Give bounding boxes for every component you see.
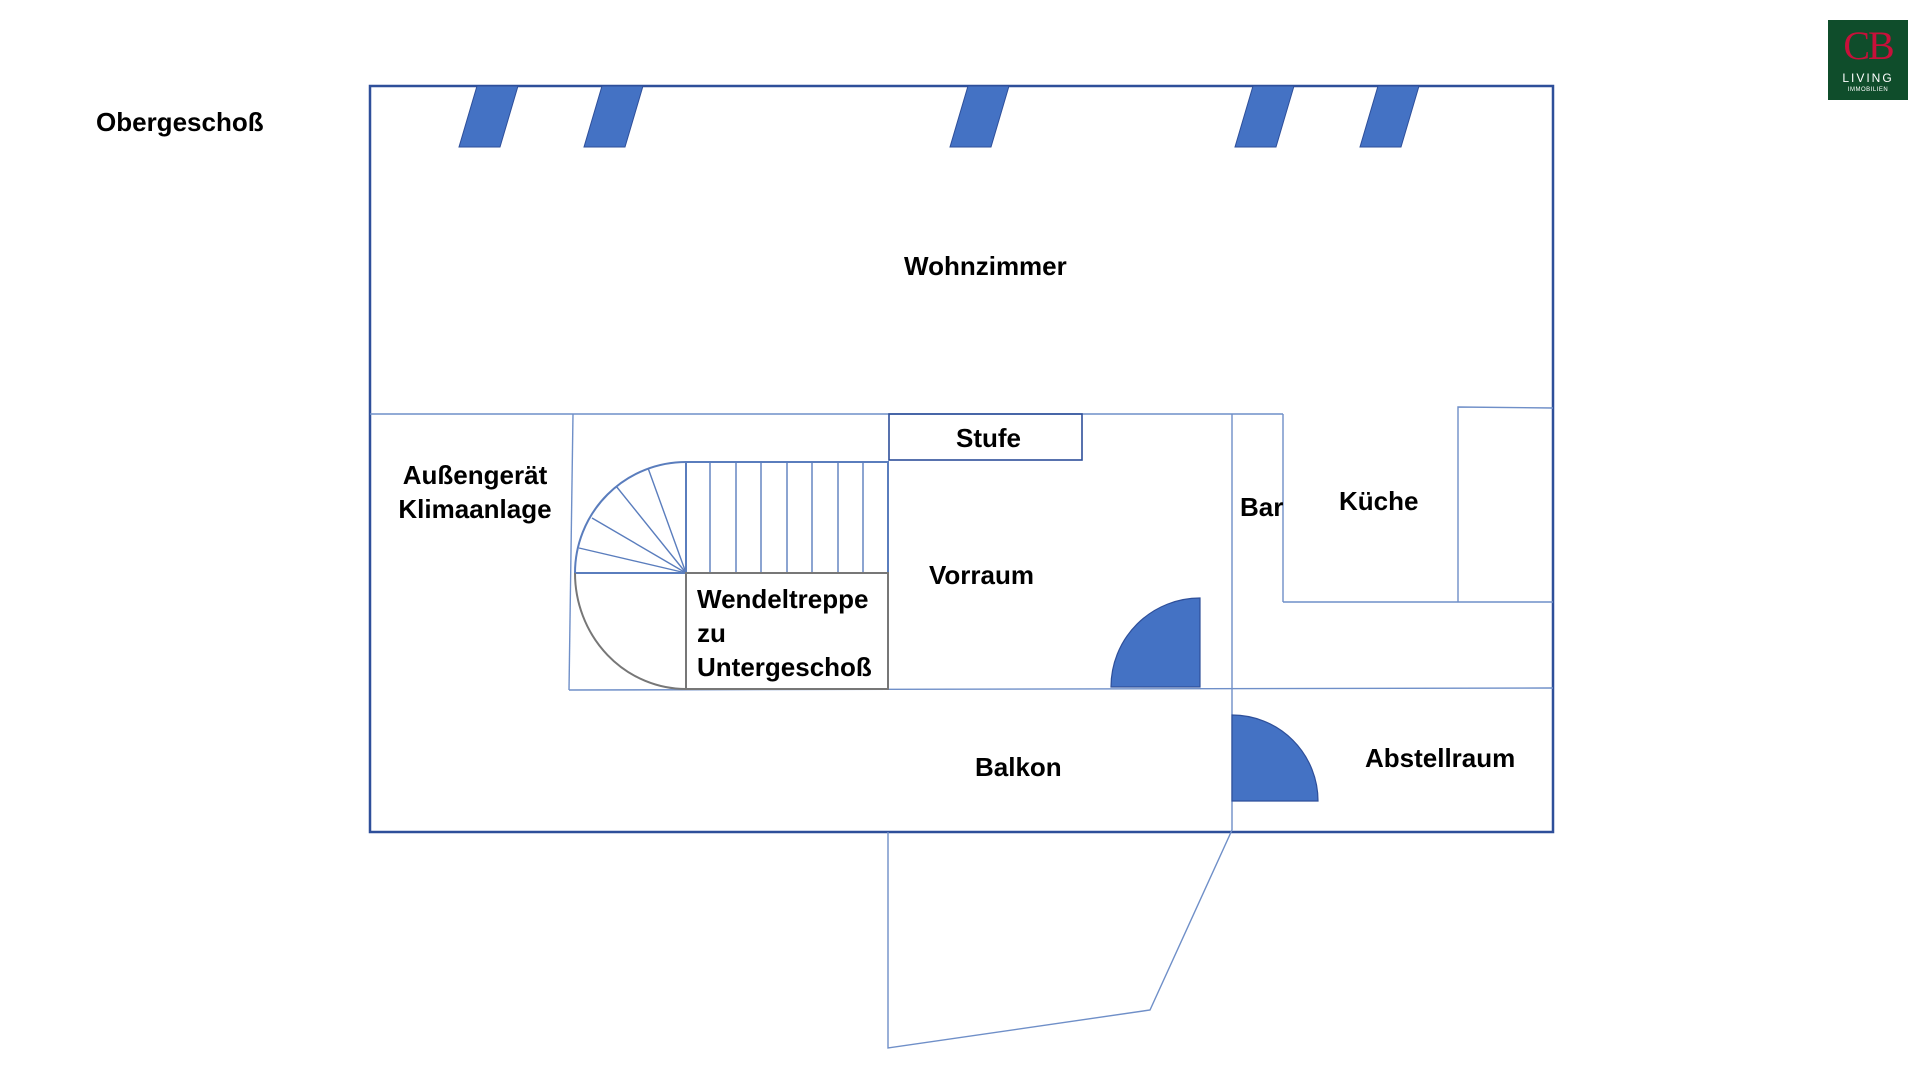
room-label-wendeltreppe-line2: zu [697,618,726,648]
door-abstellraum [1231,714,1319,802]
spiral-staircase [574,461,889,690]
room-label-aussengeraet: Außengerät Klimaanlage [390,458,560,526]
room-label-aussengeraet-line2: Klimaanlage [398,494,552,524]
room-label-wohnzimmer: Wohnzimmer [904,251,1067,281]
room-label-stufe: Stufe [956,423,1021,453]
skylight-window-5 [1359,85,1420,148]
balcony-outline [887,829,1233,1049]
logo-text-immobilien: IMMOBILIEN [1847,87,1889,93]
door-vorraum [1110,597,1201,688]
stair-upper-arc [574,461,687,574]
skylight-window-2 [583,85,644,148]
room-label-abstellraum: Abstellraum [1365,743,1516,773]
skylight-window-3 [949,85,1010,148]
room-label-wendeltreppe-line3: Untergeschoß [697,652,872,682]
ac-unit-divider [568,413,574,691]
stair-lower-arc [574,572,687,690]
outer-wall [368,84,1555,834]
step-box [888,413,1083,461]
logo-mark: CB [1843,23,1894,68]
room-label-wendeltreppe-line1: Wendeltreppe [697,584,869,614]
room-label-kueche: Küche [1339,486,1419,516]
room-label-wendeltreppe: Wendeltreppe zu Untergeschoß [697,582,872,684]
logo-text-living: LIVING [1842,71,1894,85]
room-label-vorraum: Vorraum [929,560,1034,590]
room-label-bar: Bar [1240,492,1284,522]
room-label-aussengeraet-line1: Außengerät [402,460,548,490]
skylight-window-4 [1234,85,1295,148]
stair-landing [685,572,889,690]
floor-title: Obergeschoß [96,107,264,137]
room-label-balkon: Balkon [975,752,1062,782]
cb-living-logo: CB LIVING IMMOBILIEN [1828,20,1908,100]
skylight-window-1 [458,85,519,148]
kitchen-cabinet [1457,406,1554,602]
